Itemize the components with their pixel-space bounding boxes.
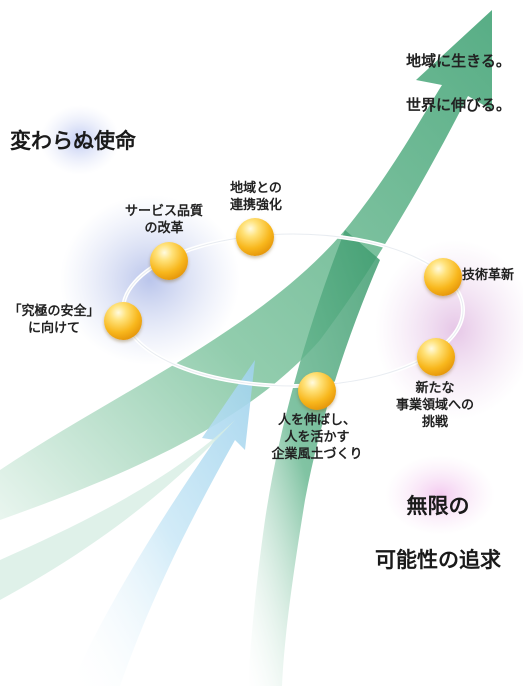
title-glow-right <box>385 455 495 535</box>
ring-node-regional <box>236 218 274 256</box>
right-glow <box>375 240 523 420</box>
title-glow <box>40 105 120 175</box>
ring-label-newbiz: 新たな 事業領域への 挑戦 <box>395 381 474 430</box>
slogan: 地域に生きる。 世界に伸びる。 <box>396 28 521 138</box>
ring-label-people: 人を伸ばし、 人を活かす 企業風土づくり <box>271 413 363 462</box>
ring-label-safety: 「究極の安全」 に向けて <box>8 304 100 336</box>
right-title-line-1: 無限の <box>406 494 470 518</box>
slogan-line-2: 世界に伸びる。 <box>405 96 511 114</box>
right-title-line-2: 可能性の追求 <box>375 548 501 572</box>
right-title: 無限の 可能性の追求 <box>358 466 518 601</box>
ring-node-people <box>298 372 336 410</box>
ring-label-tech: 技術革新 <box>462 268 515 283</box>
main-arrow <box>0 10 492 520</box>
blue-arrow <box>70 360 255 686</box>
ring-node-safety <box>104 302 142 340</box>
ring-node-newbiz <box>417 338 455 376</box>
slogan-line-1: 地域に生きる。 <box>406 52 511 70</box>
ring-label-service: サービス品質 の改革 <box>124 204 203 236</box>
left-title: 変わらぬ使命 <box>10 129 136 153</box>
ring-node-tech <box>424 258 462 296</box>
ring-node-service <box>150 242 188 280</box>
left-sweep <box>0 420 235 600</box>
arrow-stem <box>248 230 380 686</box>
ring-label-regional: 地域との 連携強化 <box>229 181 282 213</box>
